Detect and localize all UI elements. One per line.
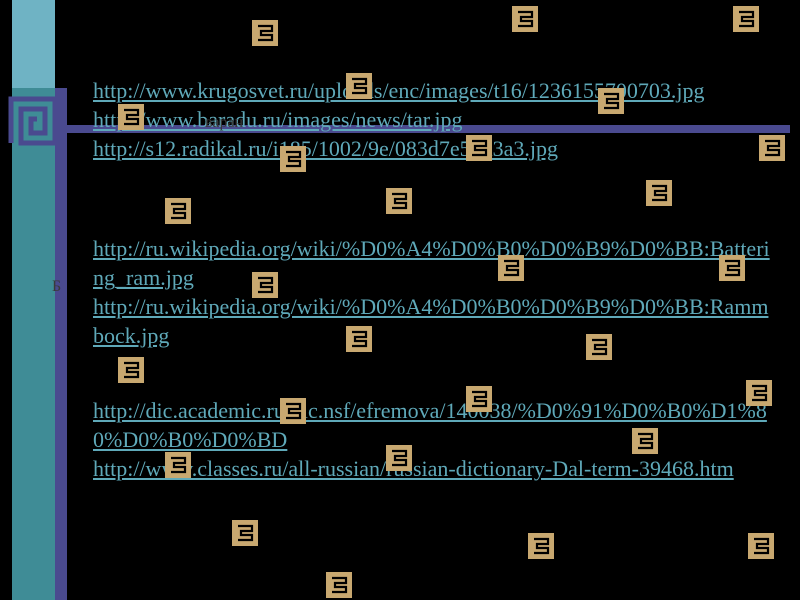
greek-key-tile-icon [632, 428, 658, 454]
horizontal-accent-line [55, 125, 790, 133]
stray-text: Б [52, 278, 62, 295]
link-wikipedia-rammbock[interactable]: http://ru.wikipedia.org/wiki/%D0%A4%D0%B… [93, 294, 769, 348]
left-bar-light [12, 0, 55, 88]
greek-key-tile-icon [528, 533, 554, 559]
greek-key-tile-icon [252, 20, 278, 46]
greek-key-tile-icon [466, 386, 492, 412]
links-group-2: http://ru.wikipedia.org/wiki/%D0%A4%D0%B… [93, 234, 773, 350]
greek-key-tile-icon [646, 180, 672, 206]
left-accent-line [55, 88, 67, 600]
greek-key-tile-icon [386, 188, 412, 214]
greek-key-tile-icon [598, 88, 624, 114]
greek-key-tile-icon [165, 452, 191, 478]
link-wikipedia-battering-ram[interactable]: http://ru.wikipedia.org/wiki/%D0%A4%D0%B… [93, 236, 770, 290]
link-radikal[interactable]: http://s12.radikal.ru/i185/1002/9e/083d7… [93, 136, 558, 161]
greek-key-tile-icon [386, 445, 412, 471]
greek-key-tile-icon [252, 272, 278, 298]
greek-key-tile-icon [746, 380, 772, 406]
greek-key-tile-icon [165, 198, 191, 224]
greek-key-tile-icon [280, 398, 306, 424]
links-group-1: http://www.krugosvet.ru/uploads/enc/imag… [93, 76, 773, 163]
greek-key-tile-icon [748, 533, 774, 559]
stray-text: варан [205, 114, 244, 131]
greek-key-tile-icon [118, 357, 144, 383]
link-academic[interactable]: http://dic.academic.ru/dic.nsf/efremova/… [93, 398, 767, 452]
greek-key-tile-icon [232, 520, 258, 546]
greek-key-tile-icon [759, 135, 785, 161]
link-krugosvet[interactable]: http://www.krugosvet.ru/uploads/enc/imag… [93, 78, 705, 103]
left-bar-dark [12, 88, 55, 600]
greek-key-tile-icon [280, 146, 306, 172]
greek-key-tile-icon [346, 73, 372, 99]
greek-key-tile-icon [733, 6, 759, 32]
greek-key-tile-icon [512, 6, 538, 32]
greek-key-tile-icon [346, 326, 372, 352]
meander-icon [8, 96, 58, 146]
link-baradu[interactable]: http://www.baradu.ru/images/news/tar.jpg [93, 107, 463, 132]
links-group-3: http://dic.academic.ru/dic.nsf/efremova/… [93, 396, 773, 483]
greek-key-tile-icon [118, 104, 144, 130]
greek-key-tile-icon [719, 255, 745, 281]
greek-key-tile-icon [586, 334, 612, 360]
greek-key-tile-icon [466, 135, 492, 161]
link-classes[interactable]: http://www.classes.ru/all-russian/russia… [93, 456, 734, 481]
greek-key-tile-icon [498, 255, 524, 281]
greek-key-tile-icon [326, 572, 352, 598]
